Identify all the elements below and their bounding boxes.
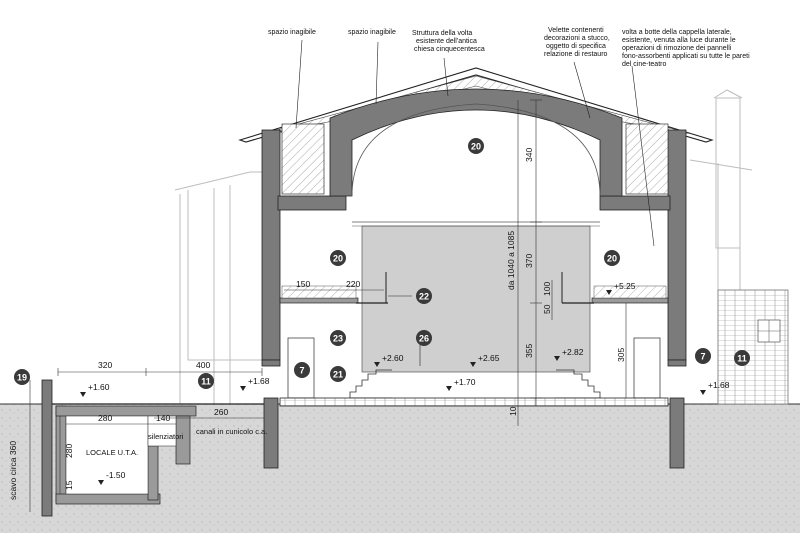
dim-305: 305 xyxy=(616,348,626,362)
dim-excavation: scavo circa 360 xyxy=(8,441,18,500)
label-silencer: silenziatori xyxy=(148,432,184,441)
reference-badge-26: 26 xyxy=(416,330,432,346)
reference-badge-23: 23 xyxy=(330,330,346,346)
dim-220: 220 xyxy=(346,279,360,289)
annotation-attic-left: spazio inagibile xyxy=(268,29,316,36)
annotation-chapel-line5: del cine-teatro xyxy=(622,61,666,68)
dim-15: 15 xyxy=(64,480,74,490)
svg-text:20: 20 xyxy=(607,254,617,264)
level-plus-2-82: +2.82 xyxy=(562,347,584,357)
reference-badge-11-left: 11 xyxy=(198,373,214,389)
dim-10: 10 xyxy=(508,406,518,416)
attic-space-left xyxy=(281,123,325,195)
reference-badge-20-right: 20 xyxy=(604,250,620,266)
level-plus-1-68-left: +1.68 xyxy=(248,376,270,386)
annotation-stucco-line2: decorazioni a stucco, xyxy=(544,35,610,42)
annotation-chapel-line4: fono-assorbenti applicati su tutte le pa… xyxy=(622,53,750,60)
svg-text:23: 23 xyxy=(333,334,343,344)
level-plus-1-68-right: +1.68 xyxy=(708,380,730,390)
svg-text:21: 21 xyxy=(333,370,343,380)
annotation-vault-line1: Struttura della volta xyxy=(412,30,472,37)
inner-vault-arch xyxy=(351,103,601,197)
reference-badge-22: 22 xyxy=(416,288,432,304)
dim-100: 100 xyxy=(542,282,552,296)
dim-355: 355 xyxy=(524,344,534,358)
stage-backdrop xyxy=(361,225,591,373)
attic-space-right xyxy=(625,123,669,195)
reference-badge-21: 21 xyxy=(330,366,346,382)
annotation-chapel-line1: volta a botte della cappella laterale, xyxy=(622,29,732,36)
stairs-left xyxy=(349,369,392,399)
neighbour-brick-wall xyxy=(717,289,789,405)
dim-260: 260 xyxy=(214,407,228,417)
svg-text:22: 22 xyxy=(419,292,429,302)
svg-text:20: 20 xyxy=(333,254,343,264)
stairs-right xyxy=(556,369,601,399)
dim-320: 320 xyxy=(98,360,112,370)
uta-room xyxy=(55,405,197,505)
svg-text:7: 7 xyxy=(700,352,705,362)
roof xyxy=(238,67,714,143)
level-minus-1-50: -1.50 xyxy=(106,470,126,480)
dim-340: 340 xyxy=(524,148,534,162)
dim-140: 140 xyxy=(156,413,170,423)
level-plus-1-60: +1.60 xyxy=(88,382,110,392)
annotation-vault-line3: chiesa cinquecentesca xyxy=(414,46,485,53)
reference-badge-19: 19 xyxy=(14,369,30,385)
svg-text:7: 7 xyxy=(299,366,304,376)
reference-badge-11-right: 11 xyxy=(734,350,750,366)
dim-280-horizontal: 280 xyxy=(98,413,112,423)
label-ducts: canali in cunicolo c.a. xyxy=(196,427,267,436)
svg-text:11: 11 xyxy=(737,354,747,364)
boundary-post xyxy=(41,379,53,517)
annotation-chapel-line2: esistente, venuta alla luce durante le xyxy=(622,37,736,44)
annotation-attic-right: spazio inagibile xyxy=(348,29,396,36)
level-plus-2-65: +2.65 xyxy=(478,353,500,363)
level-markers xyxy=(80,290,706,485)
svg-text:19: 19 xyxy=(17,373,27,383)
vault-structure xyxy=(329,88,623,197)
annotation-stucco-line1: Velette contenenti xyxy=(548,27,604,34)
level-plus-1-70: +1.70 xyxy=(454,377,476,387)
dimension-lines xyxy=(29,99,627,512)
reference-badge-20-left: 20 xyxy=(330,250,346,266)
neighbour-building-left xyxy=(174,171,262,404)
reference-badge-7-right: 7 xyxy=(695,348,711,364)
dim-370: 370 xyxy=(524,254,534,268)
gallery-right xyxy=(561,272,669,304)
floor-slab xyxy=(279,397,669,407)
svg-text:20: 20 xyxy=(471,142,481,152)
reference-badge-7-left: 7 xyxy=(294,362,310,378)
door-right xyxy=(633,337,661,399)
svg-text:26: 26 xyxy=(419,334,429,344)
gallery-left xyxy=(279,272,388,304)
level-plus-2-60: +2.60 xyxy=(382,353,404,363)
label-uta-room: LOCALE U.T.A. xyxy=(86,448,138,457)
dim-150: 150 xyxy=(296,279,310,289)
dim-280-vertical: 280 xyxy=(64,444,74,458)
dim-height-range: da 1040 a 1085 xyxy=(506,231,516,290)
annotation-stucco-line4: relazione di restauro xyxy=(544,51,608,58)
dim-50: 50 xyxy=(542,304,552,314)
svg-text:11: 11 xyxy=(201,377,211,387)
level-plus-5-25: +5.25 xyxy=(614,281,636,291)
annotation-vault-line2: esistente dell'antica xyxy=(416,38,477,45)
reference-badge-20-top: 20 xyxy=(468,138,484,154)
dim-400: 400 xyxy=(196,360,210,370)
annotation-stucco-line3: oggetto di specifica xyxy=(546,43,606,50)
annotation-chapel-line3: operazioni di rimozione dei pannelli xyxy=(622,45,732,52)
main-walls xyxy=(261,129,687,469)
